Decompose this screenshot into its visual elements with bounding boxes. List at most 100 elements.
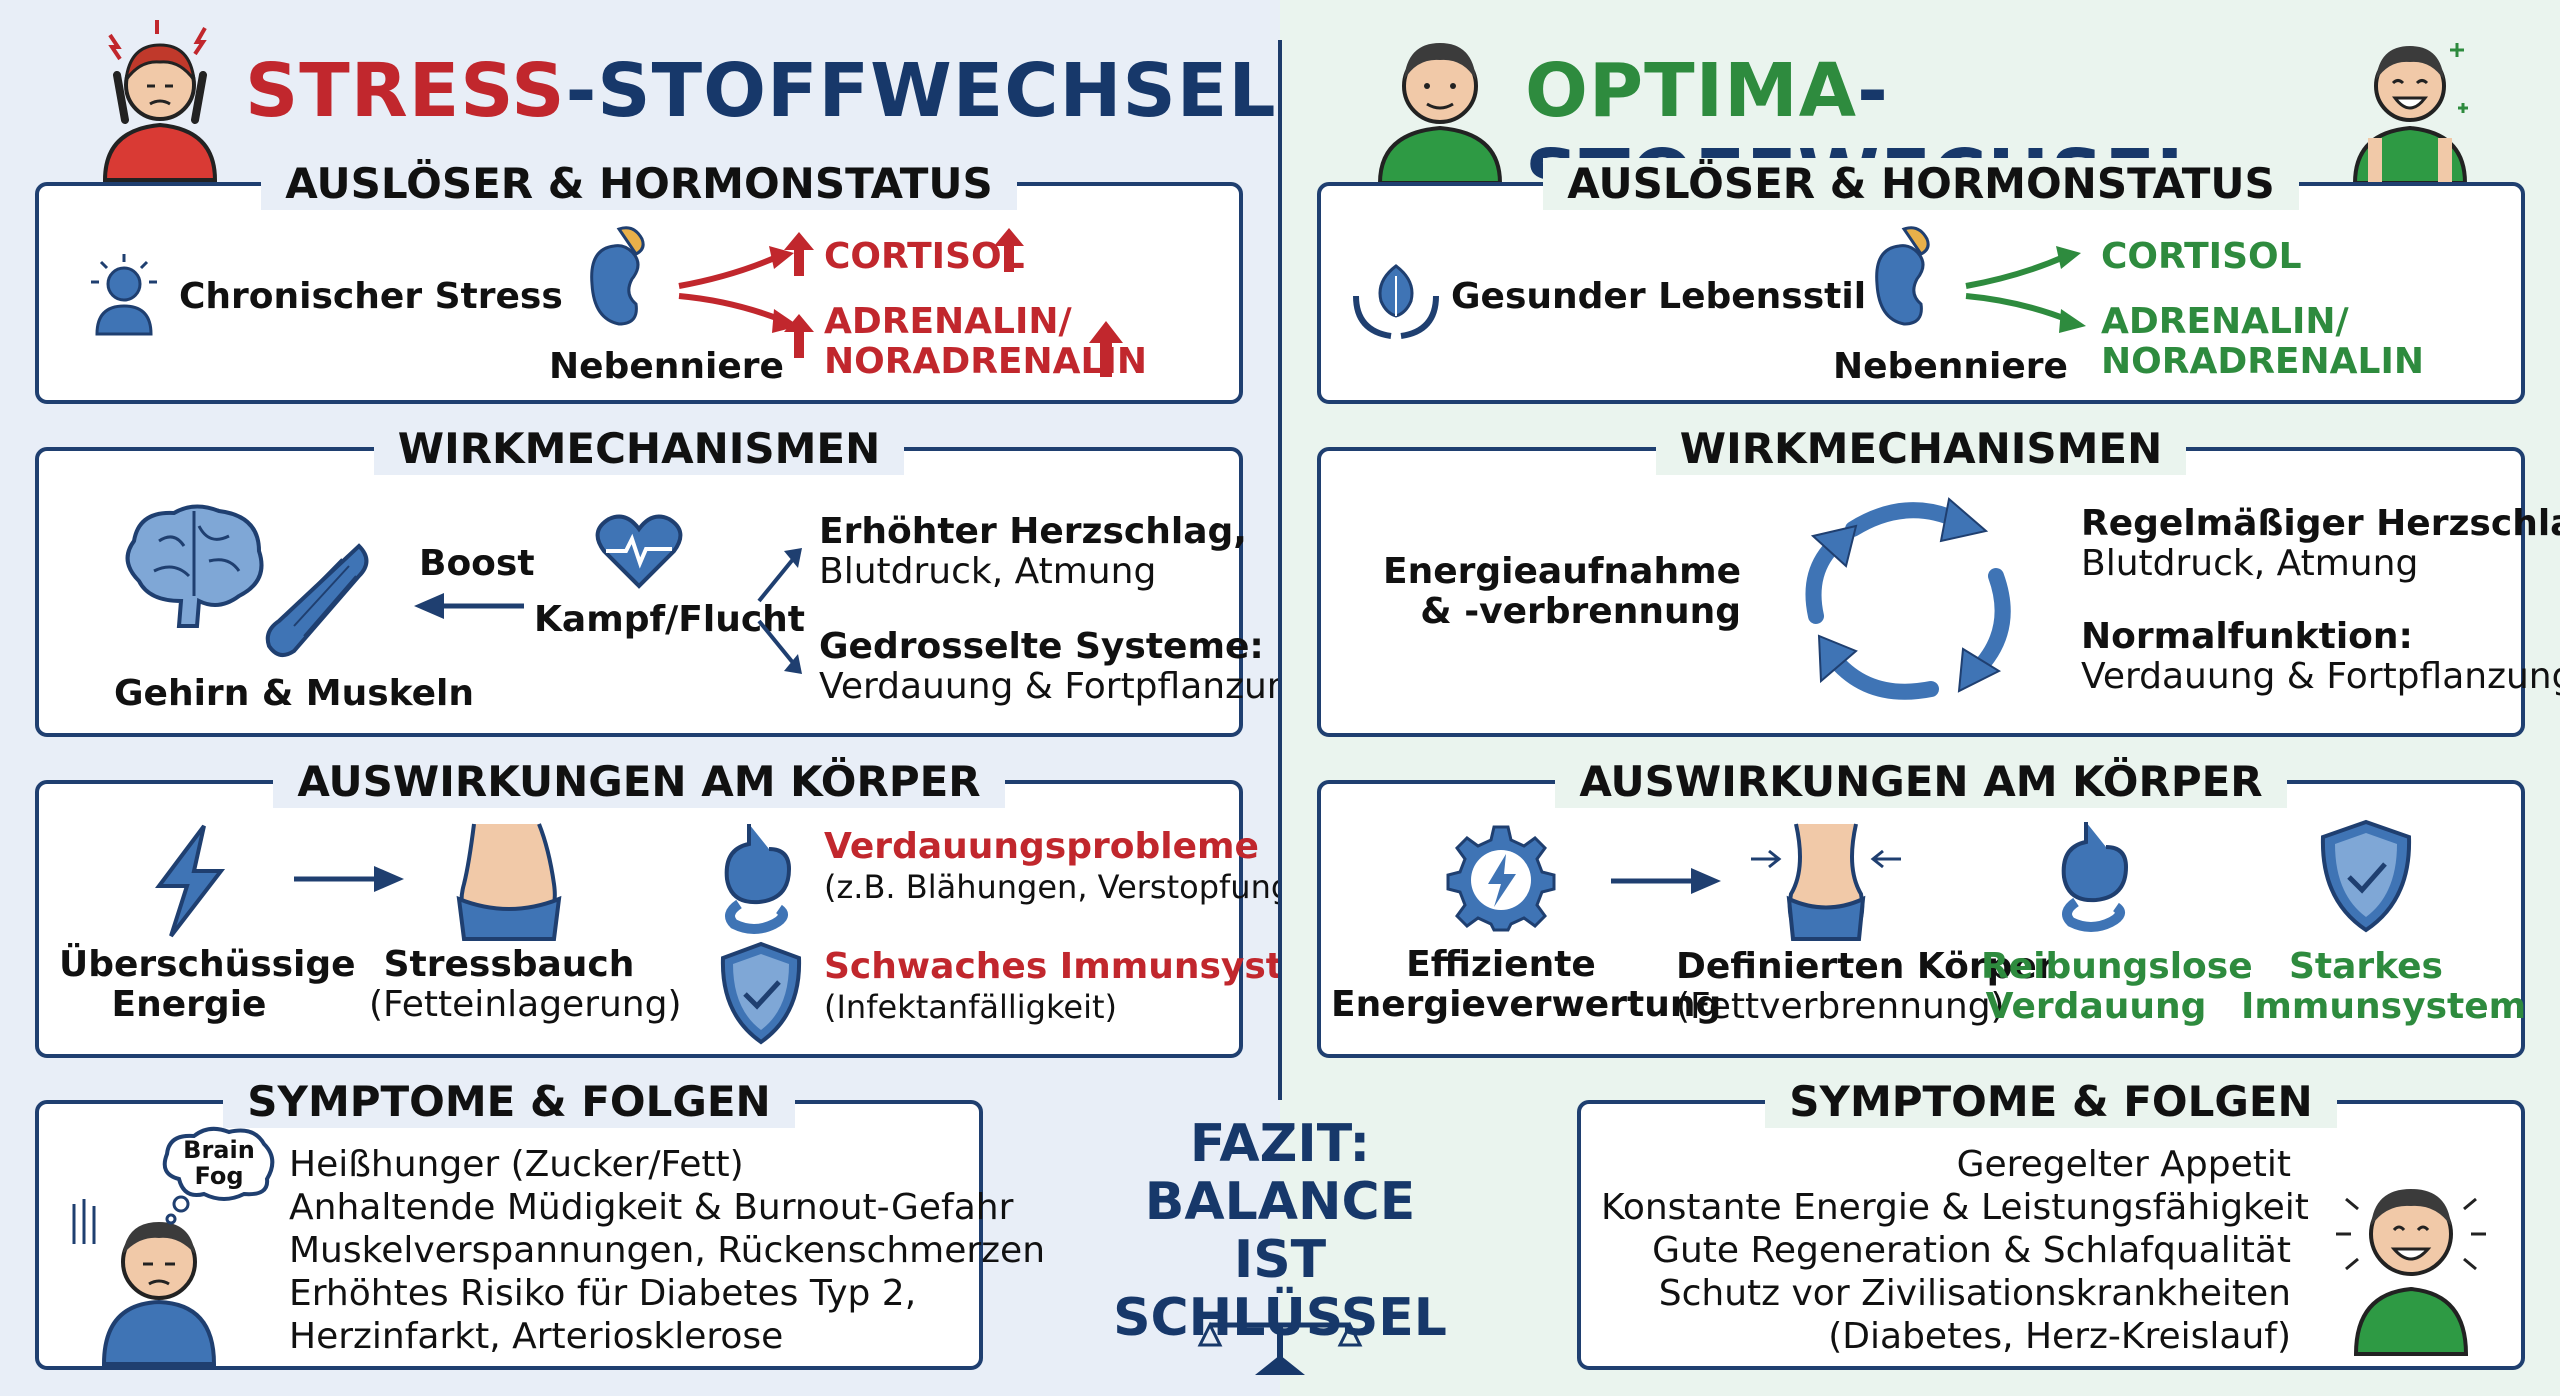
noradrenalin-label: NORADRENALIN <box>824 341 1147 382</box>
stress-symptoms-box: SYMPTOME & FOLGEN Brain Fog Heißhunger (… <box>35 1076 1045 1370</box>
arrow-up-icon <box>994 228 1024 272</box>
box-title: AUSLÖSER & HORMONSTATUS <box>261 158 1017 210</box>
stress-trigger-box: AUSLÖSER & HORMONSTATUS Chronischer Stre… <box>35 158 1243 404</box>
optima-effects-box: AUSWIRKUNGEN AM KÖRPER Effiziente Energi… <box>1317 756 2527 1058</box>
leaf-hands-icon <box>1353 264 1439 339</box>
adrenalin-label: ADRENALIN/ <box>824 301 1072 342</box>
brain-muscle-label: Gehirn & Muskeln <box>114 673 475 714</box>
brain-fog-line1: Brain <box>183 1136 255 1164</box>
optima-panel: OPTIMA-STOFFWECHSEL AUSLÖSER & HORMONSTA… <box>1280 0 2560 1396</box>
stomach-icon <box>2061 822 2129 932</box>
effect1-sub: Blutdruck, Atmung <box>2081 543 2419 584</box>
smiling-person-icon <box>2336 1189 2486 1356</box>
stress-mechanism-box: WIRKMECHANISMEN Gehirn & Muskeln Boost K… <box>35 423 1312 737</box>
cycle-arrows-icon <box>1805 497 2011 700</box>
optima-mechanism-box: WIRKMECHANISMEN Energieaufnahme & -verbr… <box>1317 423 2560 737</box>
optima-trigger-box: AUSLÖSER & HORMONSTATUS Gesunder Lebenss… <box>1317 158 2525 404</box>
weak-immune-sub: (Infektanfälligkeit) <box>824 988 1117 1026</box>
effect2-sub: Verdauung & Fortpflanzung <box>2081 656 2560 697</box>
box-title: AUSWIRKUNGEN AM KÖRPER <box>273 756 1005 808</box>
symptom-item: Herzinfarkt, Arteriosklerose <box>289 1316 784 1357</box>
stomach-icon <box>724 824 792 934</box>
organ-label: Nebenniere <box>1833 346 2068 387</box>
efficient-energy-line2: Energieverwertung <box>1331 984 1722 1025</box>
strong-immune-line2: Immunsystem <box>2241 986 2527 1027</box>
efficient-energy-line1: Effiziente <box>1406 944 1596 985</box>
defined-body-label: Definierten Körper <box>1676 946 2055 987</box>
benefit-item: Schutz vor Zivilisationskrankheiten <box>1658 1273 2291 1314</box>
hormone-arrows-icon <box>678 246 799 333</box>
box-title: AUSLÖSER & HORMONSTATUS <box>1543 158 2299 210</box>
strong-immune-line1: Starkes <box>2288 946 2443 987</box>
benefit-item: (Diabetes, Herz-Kreislauf) <box>1828 1316 2291 1357</box>
shield-check-icon <box>2320 819 2412 933</box>
center-divider <box>1278 40 1282 1100</box>
happy-person-icon <box>2352 43 2468 185</box>
arrow-right-icon <box>1611 868 1721 894</box>
trigger-label: Gesunder Lebensstil <box>1451 276 1867 317</box>
symptom-item: Erhöhtes Risiko für Diabetes Typ 2, <box>289 1273 917 1314</box>
gear-lightning-icon <box>1446 825 1556 932</box>
adrenal-gland-icon <box>590 226 645 326</box>
hormone-arrows-icon <box>1965 246 2086 333</box>
cortisol-label: CORTISOL <box>2101 236 2302 277</box>
muscle-icon <box>265 543 369 657</box>
arrow-right-icon <box>294 866 404 892</box>
adrenal-gland-icon <box>1875 226 1930 326</box>
scale-icon <box>1197 1321 1363 1375</box>
stress-effects-box: AUSWIRKUNGEN AM KÖRPER Überschüssige Ene… <box>35 756 1345 1058</box>
box-title: WIRKMECHANISMEN <box>1655 423 2187 475</box>
boost-label: Boost <box>419 543 535 584</box>
tired-person-icon <box>72 1199 217 1366</box>
symptom-item: Heißhunger (Zucker/Fett) <box>289 1144 744 1185</box>
noradrenalin-label: NORADRENALIN <box>2101 341 2424 382</box>
energy-intake-line1: Energieaufnahme <box>1383 551 1741 592</box>
excess-energy-line2: Energie <box>111 984 267 1025</box>
belly-icon <box>456 823 562 941</box>
cortisol-label: CORTISOL <box>824 236 1025 277</box>
stress-belly-sub: (Fetteinlagerung) <box>369 984 682 1025</box>
conclusion-line2: BALANCE IST <box>1144 1172 1416 1290</box>
stress-panel: STRESS-STOFFWECHSEL AUSLÖSER & HORMONSTA… <box>0 0 1345 1396</box>
fight-flight-label: Kampf/Flucht <box>534 599 806 640</box>
box-title: SYMPTOME & FOLGEN <box>223 1076 795 1128</box>
benefit-item: Geregelter Appetit <box>1956 1144 2291 1185</box>
energy-intake-line2: & -verbrennung <box>1420 591 1741 632</box>
calm-person-icon <box>1377 43 1503 185</box>
stressed-person-icon <box>102 20 218 182</box>
adrenalin-label: ADRENALIN/ <box>2101 301 2349 342</box>
stress-head-icon <box>91 254 157 336</box>
digestion-problems-sub: (z.B. Blähungen, Verstopfung) <box>824 868 1304 906</box>
effect1-bold: Erhöhter Herzschlag, <box>819 511 1247 552</box>
arrow-up-icon <box>784 314 814 358</box>
lightning-icon <box>155 824 226 938</box>
smooth-digestion-line2: Verdauung <box>1985 986 2207 1027</box>
weak-immune-label: Schwaches Immunsystem <box>824 946 1345 987</box>
effect2-bold: Gedrosselte Systeme: <box>819 626 1264 667</box>
branch-arrows-icon <box>757 548 802 674</box>
effect2-sub: Verdauung & Fortpflanzung <box>819 666 1313 707</box>
organ-label: Nebenniere <box>549 346 784 387</box>
digestion-problems: Verdauungsprobleme <box>824 826 1259 867</box>
defined-body-sub: (Fettverbrennung) <box>1676 986 2005 1027</box>
box-title: SYMPTOME & FOLGEN <box>1765 1076 2337 1128</box>
optima-symptoms-box: SYMPTOME & FOLGEN Geregelter Appetit Kon… <box>1577 1076 2525 1370</box>
arrow-up-icon <box>784 232 814 276</box>
symptom-item: Muskelverspannungen, Rückenschmerzen <box>289 1230 1046 1271</box>
smooth-digestion-line1: Reibungslose <box>1981 946 2253 987</box>
shield-icon <box>720 941 802 1045</box>
benefit-item: Konstante Energie & Leistungsfähigkeit <box>1601 1187 2309 1228</box>
brain-icon <box>125 504 264 628</box>
effect1-sub: Blutdruck, Atmung <box>819 551 1157 592</box>
trigger-label: Chronischer Stress <box>179 276 563 317</box>
arrow-left-icon <box>414 593 524 619</box>
arrow-up-icon <box>1089 321 1123 377</box>
benefit-item: Gute Regeneration & Schlafqualität <box>1652 1230 2291 1271</box>
box-title: WIRKMECHANISMEN <box>373 423 905 475</box>
effect1-bold: Regelmäßiger Herzschlag, <box>2081 503 2560 544</box>
symptom-item: Anhaltende Müdigkeit & Burnout-Gefahr <box>289 1187 1014 1228</box>
thought-bubble-icon <box>162 1126 275 1225</box>
effect2-bold: Normalfunktion: <box>2081 616 2413 657</box>
box-title: AUSWIRKUNGEN AM KÖRPER <box>1555 756 2287 808</box>
conclusion-line1: FAZIT: <box>1189 1114 1371 1174</box>
